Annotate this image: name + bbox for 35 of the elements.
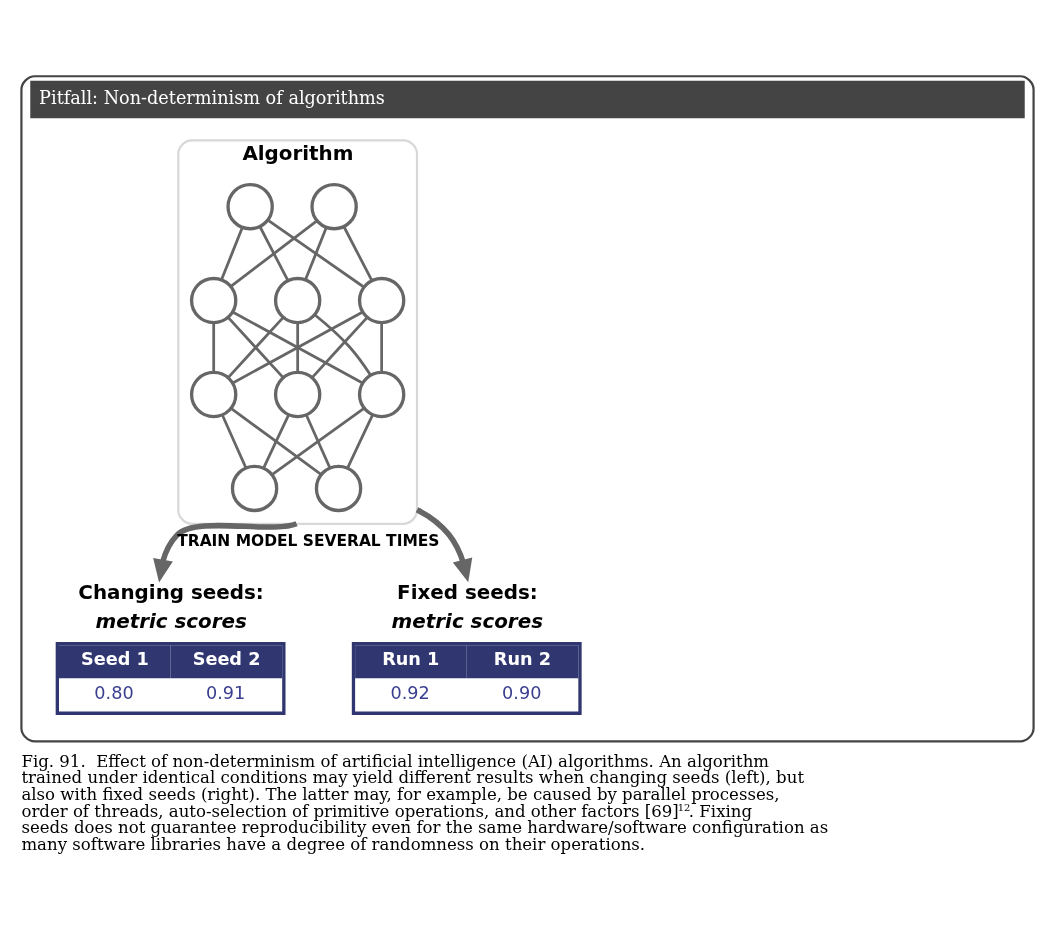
node-circle <box>189 276 238 325</box>
connector <box>221 414 248 469</box>
node-circle <box>357 276 406 325</box>
connector <box>220 227 244 281</box>
arrow <box>153 521 298 583</box>
node-label: Fixed seeds: <box>397 581 538 605</box>
edge-label: TRAIN MODEL SEVERAL TIMES <box>177 532 440 551</box>
connector <box>380 322 383 373</box>
connector <box>230 219 318 288</box>
node-label: metric scores <box>391 610 543 634</box>
connector <box>304 227 328 281</box>
caption: Fig. 91. Effect of non-determinism of artificial intelligence (AI) algorithms. An algorithm trained under identical conditions may yield different results when changing seeds (left), but also with fixed seeds (right). The latter may, for example, be caused by parallel processes, order of threads, auto-selection of primitive operations, and other factors [69]$^{12}$. Fixing seeds does not guarantee reproducibility even for the same hardware/software configuration as many software libraries have a degree of randomness on their operations. <box>21 751 829 854</box>
connector <box>262 414 290 469</box>
connector <box>305 414 332 469</box>
node-circle <box>230 464 279 513</box>
connector <box>230 407 322 476</box>
node-circle <box>314 464 363 513</box>
connector <box>342 226 374 282</box>
connector <box>271 407 365 476</box>
node-circle <box>310 182 358 231</box>
connector <box>212 322 216 373</box>
node-circle <box>226 182 274 231</box>
connector <box>227 316 285 379</box>
node-circle <box>357 370 406 419</box>
node-circle <box>273 370 322 419</box>
node-label: metric scores <box>95 610 247 634</box>
node-label: Changing seeds: <box>78 581 264 605</box>
node-circle <box>273 276 322 325</box>
arrow <box>415 507 473 583</box>
connector <box>258 226 290 282</box>
connector <box>267 219 365 289</box>
connector <box>346 414 374 469</box>
connector <box>296 322 300 373</box>
node-circle <box>189 370 238 419</box>
cluster: Algorithm <box>177 139 419 525</box>
